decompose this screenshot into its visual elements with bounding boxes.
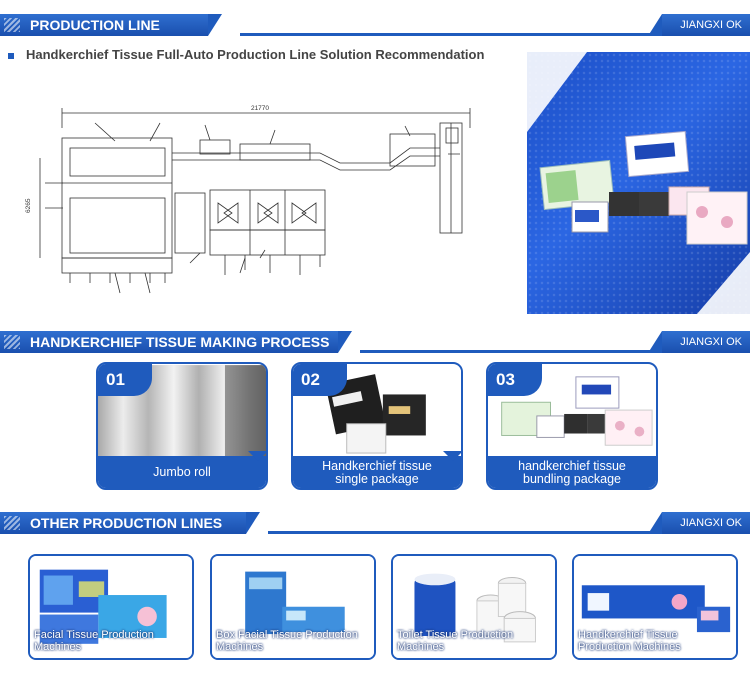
section-title-text: OTHER PRODUCTION LINES xyxy=(30,515,223,531)
step-caption-line2: single package xyxy=(335,472,419,486)
bullet-square-icon xyxy=(8,52,14,59)
process-step-card: 02 Handkerchief tissue single package xyxy=(291,362,463,490)
step-number: 03 xyxy=(488,364,542,396)
step-caption: Handkerchief tissue single package xyxy=(293,456,461,488)
other-line-caption: Handkerchief Tissue Production Machines xyxy=(578,629,681,653)
header-rule xyxy=(268,531,750,534)
caption-pointer xyxy=(443,451,461,461)
box-facial-tissue-photo xyxy=(212,556,374,658)
step-caption-line1: handkerchief tissue xyxy=(518,459,626,473)
step-caption: handkerchief tissue bundling package xyxy=(488,456,656,488)
step-caption: Jumbo roll xyxy=(98,456,266,488)
making-process-header: HANDKERCHIEF TISSUE MAKING PROCESS JIANG… xyxy=(0,331,750,353)
brand-tag: JIANGXI OK xyxy=(648,331,750,353)
dimension-length-label: 21770 xyxy=(251,105,269,112)
brand-tag: JIANGXI OK xyxy=(648,14,750,36)
tissue-packs-illustration xyxy=(527,52,750,314)
brand-tag-text: JIANGXI OK xyxy=(680,336,742,348)
other-line-caption-line2: Production Machines xyxy=(578,641,681,653)
brand-tag-text: JIANGXI OK xyxy=(680,19,742,31)
handkerchief-product-photo xyxy=(527,52,750,314)
other-line-card-handkerchief[interactable]: Handkerchief Tissue Production Machines xyxy=(572,554,738,660)
other-line-caption-line1: Box Facial Tissue Production xyxy=(216,629,358,641)
other-line-caption: Box Facial Tissue Production Machines xyxy=(216,629,358,653)
section-title: PRODUCTION LINE xyxy=(0,14,222,36)
subtitle-text: Handkerchief Tissue Full-Auto Production… xyxy=(26,47,485,62)
other-line-caption: Facial Tissue Production Machines xyxy=(34,629,154,653)
other-line-caption-line1: Handkerchief Tissue xyxy=(578,629,678,641)
stripes-icon xyxy=(4,18,20,32)
process-step-card: 03 handkerchief tissue bundling package xyxy=(486,362,658,490)
stripes-icon xyxy=(4,516,20,530)
production-line-drawing: 21770 6265 xyxy=(25,105,471,294)
other-line-caption-line2: Machines xyxy=(397,641,445,653)
step-caption-line1: Jumbo roll xyxy=(153,465,211,479)
header-rule xyxy=(240,33,750,36)
header-rule xyxy=(360,350,750,353)
other-line-card-toilet[interactable]: Toilet Tissue Production Machines xyxy=(391,554,557,660)
toilet-tissue-photo xyxy=(393,556,555,658)
section-title-text: PRODUCTION LINE xyxy=(30,17,160,33)
section-title: HANDKERCHIEF TISSUE MAKING PROCESS xyxy=(0,331,352,353)
other-lines-header: OTHER PRODUCTION LINES JIANGXI OK xyxy=(0,512,750,534)
other-line-caption-line2: Machines xyxy=(216,641,264,653)
other-line-caption-line1: Toilet Tissue Production xyxy=(397,629,514,641)
step-number: 01 xyxy=(98,364,152,396)
production-line-header: PRODUCTION LINE JIANGXI OK xyxy=(0,14,750,36)
section-title: OTHER PRODUCTION LINES xyxy=(0,512,260,534)
other-line-card-facial[interactable]: Facial Tissue Production Machines xyxy=(28,554,194,660)
step-number: 02 xyxy=(293,364,347,396)
facial-tissue-photo xyxy=(30,556,192,658)
dimension-width-label: 6265 xyxy=(25,198,32,213)
solution-subtitle: Handkerchief Tissue Full-Auto Production… xyxy=(8,47,484,62)
section-title-text: HANDKERCHIEF TISSUE MAKING PROCESS xyxy=(30,334,330,350)
other-line-card-box-facial[interactable]: Box Facial Tissue Production Machines xyxy=(210,554,376,660)
other-line-caption: Toilet Tissue Production Machines xyxy=(397,629,513,653)
caption-pointer xyxy=(248,451,266,461)
handkerchief-tissue-photo xyxy=(574,556,736,658)
step-caption-line2: bundling package xyxy=(523,472,621,486)
other-line-caption-line1: Facial Tissue Production xyxy=(34,629,154,641)
brand-tag-text: JIANGXI OK xyxy=(680,517,742,529)
brand-tag: JIANGXI OK xyxy=(648,512,750,534)
other-line-caption-line2: Machines xyxy=(34,641,82,653)
stripes-icon xyxy=(4,335,20,349)
process-step-card: 01 Jumbo roll xyxy=(96,362,268,490)
step-caption-line1: Handkerchief tissue xyxy=(322,459,432,473)
